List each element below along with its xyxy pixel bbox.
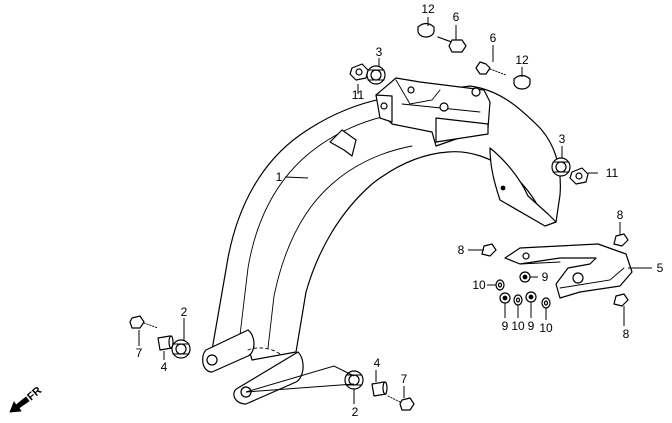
callout-2-bottom: 2 [352, 405, 359, 419]
callout-8-left: 8 [458, 243, 465, 257]
bolt-7-bottom [387, 395, 415, 411]
callout-5: 5 [657, 261, 664, 275]
washer-10-lower [513, 294, 523, 306]
bolt-8-left [481, 243, 497, 257]
nut-11-top [349, 63, 369, 81]
collar-4-left [157, 335, 174, 351]
bolt-8-right-bottom [613, 293, 629, 307]
collar-4-bottom [371, 381, 388, 397]
front-direction-indicator: FR [9, 385, 44, 413]
callout-7-left: 7 [136, 346, 143, 360]
callout-1: 1 [276, 170, 283, 184]
bushing-2-bottom [344, 370, 364, 390]
callout-9-lower-left: 9 [502, 319, 509, 333]
spacer-12-top [417, 22, 435, 38]
bolt-7-left [129, 315, 159, 329]
grab-rail [504, 243, 633, 299]
callout-8-right-bottom: 8 [623, 327, 630, 341]
nut-11-right [569, 167, 589, 185]
callout-10-lower: 10 [511, 319, 525, 333]
callout-3-right: 3 [559, 132, 566, 146]
bushing-3-top [366, 65, 386, 85]
callout-10-upper: 10 [472, 278, 486, 292]
callout-12-top: 12 [421, 2, 435, 16]
callout-3-top: 3 [376, 45, 383, 59]
callout-11-right: 11 [606, 166, 619, 180]
washer-10-upper [495, 279, 505, 291]
callout-12-right: 12 [515, 53, 529, 67]
callout-2-left: 2 [181, 305, 188, 319]
callout-10-right: 10 [539, 321, 553, 335]
rear-fender [202, 77, 561, 405]
bushing-2-left [171, 339, 191, 359]
callout-6-top: 6 [453, 10, 460, 24]
bolt-8-right-top [613, 229, 629, 247]
leader-lines [138, 17, 652, 404]
bushing-3-right [551, 157, 571, 177]
callout-numbers: 1 2 2 3 3 4 4 5 6 6 7 7 8 8 8 9 9 9 10 1… [136, 2, 664, 419]
callout-4-left: 4 [161, 360, 168, 374]
nut-9-lower-left [499, 292, 511, 304]
nut-9-lower-right [525, 291, 537, 303]
callout-4-bottom: 4 [374, 356, 381, 370]
callout-11-top: 11 [352, 88, 365, 102]
callout-9-lower-right: 9 [528, 319, 535, 333]
nut-9-upper [519, 271, 531, 283]
bolt-6-top [437, 36, 467, 53]
callout-9-upper: 9 [542, 270, 549, 284]
spacer-12-right [513, 74, 531, 90]
callout-6-right: 6 [490, 31, 497, 45]
bolt-6-right [475, 61, 507, 76]
callout-7-bottom: 7 [401, 372, 408, 386]
washer-10-right [541, 297, 551, 309]
front-arrow-icon [9, 396, 30, 413]
callout-8-right-top: 8 [617, 208, 624, 222]
